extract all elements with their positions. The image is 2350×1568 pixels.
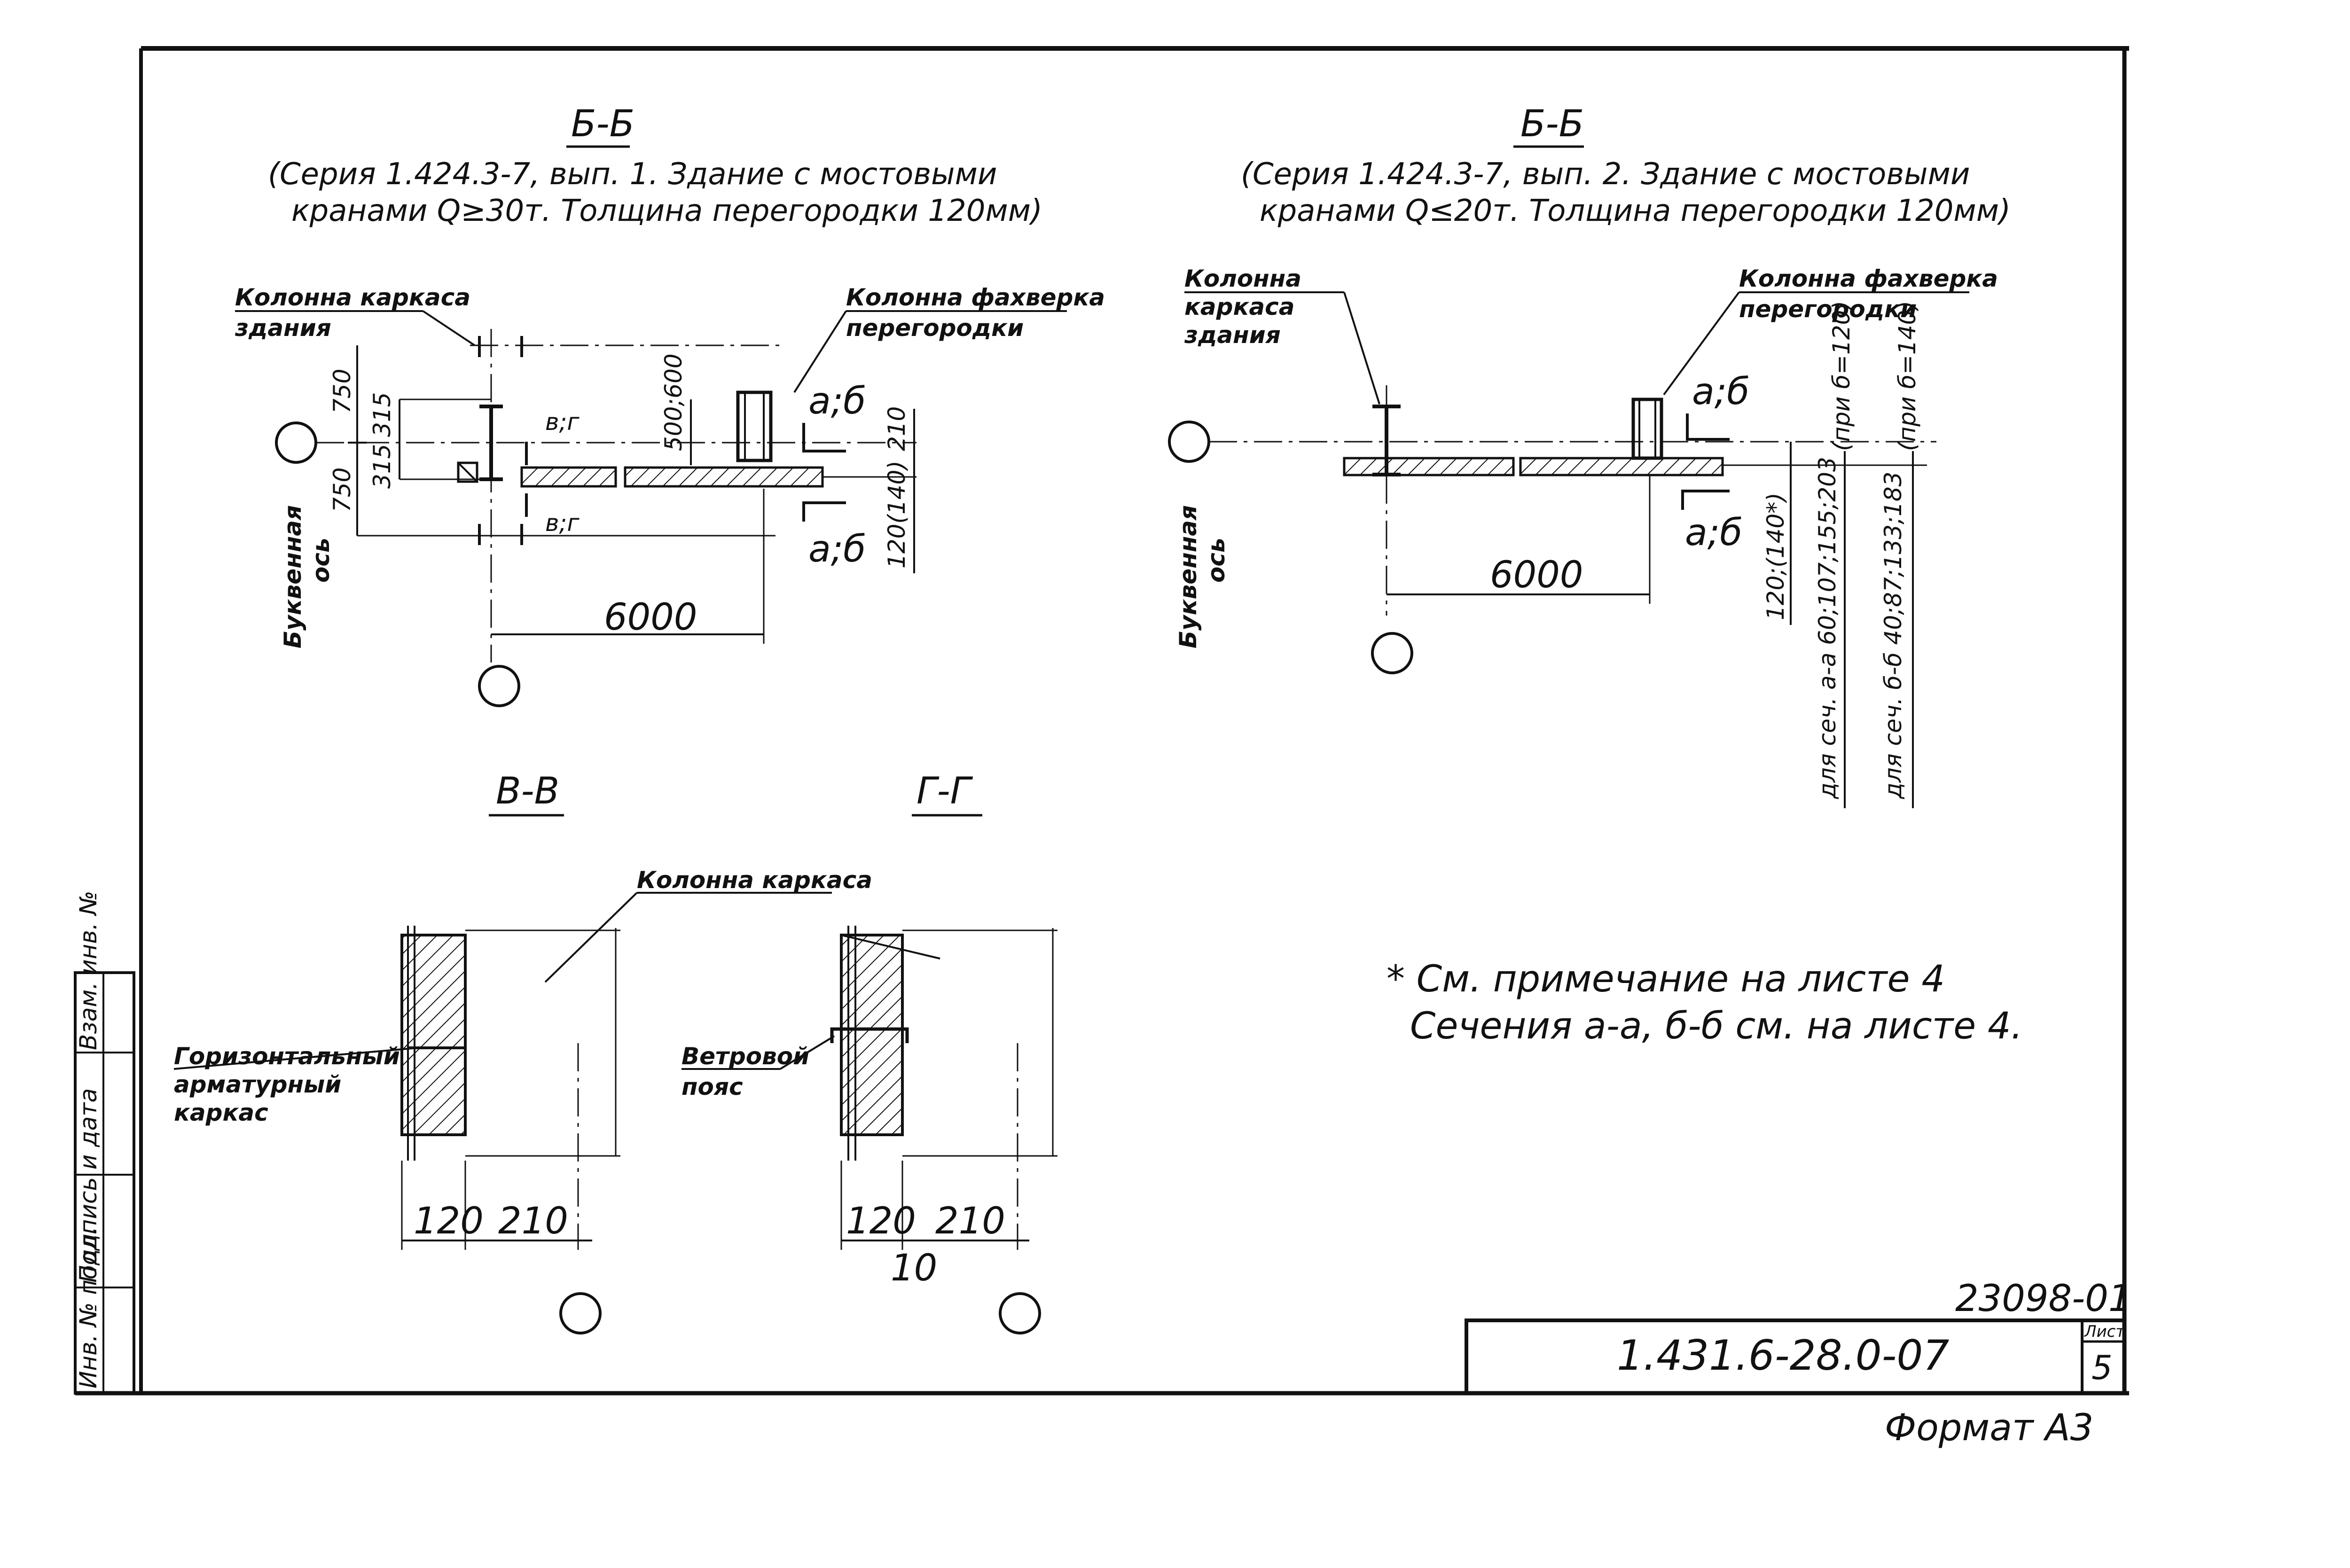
label-belt: пояс: [682, 1073, 743, 1100]
dim-6000: 6000: [1490, 554, 1583, 596]
axis-bubble-letter: [275, 421, 317, 464]
archive-number: 23098-01: [1955, 1278, 2132, 1320]
dim-210: 210: [498, 1200, 568, 1242]
axis-label-2: ось: [1203, 538, 1230, 583]
dim-6000: 6000: [604, 596, 697, 639]
sheet-label: Лист: [2084, 1322, 2125, 1341]
cut-vg-top: в;г: [545, 408, 580, 436]
dim-10: 10: [891, 1247, 937, 1289]
cut-ab-bottom: а;б: [808, 528, 866, 570]
document-code: 1.431.6-28.0-07: [1617, 1331, 1949, 1380]
label-frame-column: Колонна каркаса: [637, 866, 872, 894]
side-stamp: Инв. № подл. Подпись и дата Взам. инв. №: [74, 891, 135, 1395]
dim-120: 120: [414, 1200, 484, 1242]
axis-label-1: Буквенная: [279, 505, 306, 648]
section-gg: Г-Г Ветровой пояс 120 210 10: [682, 770, 1058, 1334]
section-caption-2: кранами Q≥30т. Толщина перегородки 120мм…: [291, 194, 1042, 228]
label-rebar: арматурный: [174, 1071, 341, 1098]
sheet-number: 5: [2092, 1349, 2113, 1387]
label-frame-building: здания: [235, 314, 331, 342]
axis-bubble-letter: [1168, 421, 1210, 463]
dim-120-140: 120;(140*): [1762, 492, 1789, 620]
axis-label-1: Буквенная: [1175, 505, 1202, 648]
dim-315-top: 315: [368, 392, 396, 437]
label-fach-partition: перегородки: [1739, 296, 1917, 323]
dim-120-140: 120(140): [883, 460, 910, 569]
label-frame-column: Колонна: [1184, 265, 1301, 292]
cut-ab-bottom: а;б: [1685, 512, 1742, 554]
section-caption-1: (Серия 1.424.3-7, вып. 1. Здание с мосто…: [268, 157, 997, 192]
cut-vg-bottom: в;г: [545, 509, 580, 537]
dims-bb: для сеч. б-б 40;87;133;183: [1880, 472, 1907, 799]
dim-note-b120: (при б=120): [1828, 301, 1855, 451]
label-wind-belt: Ветровой: [682, 1043, 809, 1070]
dim-750-bottom: 750: [329, 468, 356, 512]
axis-bubble-number: [478, 665, 520, 707]
paper-format: Формат А3: [1885, 1407, 2093, 1449]
section-title: Г-Г: [916, 770, 973, 812]
dim-500-600: 500;600: [660, 353, 687, 451]
cut-ab-top: а;б: [1692, 371, 1749, 413]
section-title: Б-Б: [571, 103, 634, 145]
label-carcass: каркас: [174, 1099, 268, 1126]
stamp-inv-orig: Инв. № подл.: [75, 1226, 102, 1389]
dim-750-top: 750: [329, 369, 356, 413]
notes: * См. примечание на листе 4 Сечения а-а,…: [1386, 958, 2022, 1047]
axis-bubble-number: [1371, 632, 1413, 674]
dim-210: 210: [935, 1200, 1005, 1242]
dims-aa: для сеч. а-а 60;107;155;203: [1814, 457, 1841, 799]
note-line-1: * См. примечание на листе 4: [1386, 958, 1945, 1000]
label-fach-column: Колонна фахверка: [1739, 265, 1998, 292]
label-frame-column: Колонна каркаса: [235, 284, 470, 311]
label-fach-column: Колонна фахверка: [846, 284, 1105, 311]
stamp-sign-date: Подпись и дата: [75, 1088, 102, 1283]
stamp-inv-replace: Взам. инв. №: [75, 891, 102, 1050]
title-block: 23098-01 1.431.6-28.0-07 Лист 5 Формат А…: [1465, 1278, 2132, 1449]
dim-210: 210: [883, 406, 910, 451]
dim-120: 120: [846, 1200, 916, 1242]
section-caption-1: (Серия 1.424.3-7, вып. 2. Здание с мосто…: [1241, 157, 1970, 192]
cut-ab-top: а;б: [808, 380, 866, 422]
axis-label-2: ось: [307, 538, 335, 583]
section-title: Б-Б: [1520, 103, 1584, 145]
label-fach-partition: перегородки: [846, 314, 1024, 342]
section-caption-2: кранами Q≤20т. Толщина перегородки 120мм…: [1260, 194, 2011, 228]
label-frame-building: здания: [1184, 321, 1281, 349]
section-bb-left: Б-Б (Серия 1.424.3-7, вып. 1. Здание с м…: [235, 103, 1105, 707]
dim-note-b140: (при б=140): [1894, 301, 1921, 451]
dim-315-bottom: 315: [368, 444, 396, 489]
section-title: В-В: [496, 770, 559, 812]
section-vv: В-В Колонна каркаса Горизонтальный армат…: [173, 770, 872, 1334]
section-bb-right: Б-Б (Серия 1.424.3-7, вып. 2. Здание с м…: [1168, 103, 2011, 808]
note-line-2: Сечения а-а, б-б см. на листе 4.: [1410, 1005, 2022, 1047]
label-frame-carcass: каркаса: [1184, 293, 1295, 320]
